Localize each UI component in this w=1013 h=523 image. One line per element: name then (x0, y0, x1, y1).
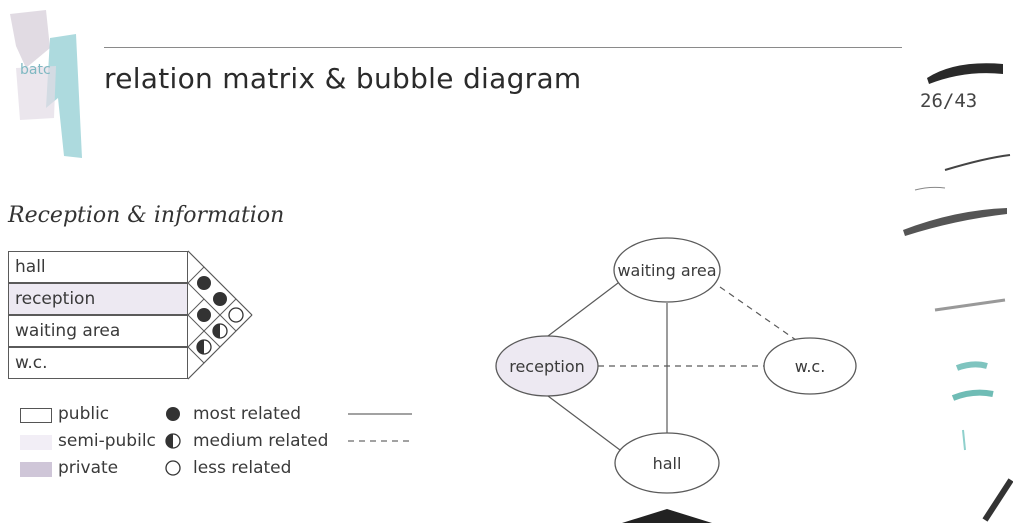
school-logo (10, 10, 82, 158)
section-title: Reception & information (8, 203, 285, 228)
relation-hall-waiting (213, 292, 227, 306)
legend-private-label: private (58, 458, 119, 478)
legend-public-swatch (20, 408, 52, 423)
relation-hall-wc (212, 323, 228, 339)
matrix-row-hall: hall (8, 251, 188, 283)
relation-reception-wc (228, 307, 244, 323)
bubble-label-reception: reception (509, 357, 585, 376)
bubble-label-waiting-area: waiting area (617, 261, 716, 280)
relation-symbols (196, 276, 244, 355)
page-number: 26/43 (920, 90, 978, 112)
bubble-label-hall: hall (653, 454, 682, 473)
brush-stroke-decoration (927, 63, 1003, 84)
legend-less-related-icon (165, 460, 181, 476)
legend-public-label: public (58, 404, 110, 424)
bubble-waiting-area (613, 237, 721, 303)
relation-reception-waiting (197, 308, 211, 322)
relation-waiting-wc (196, 339, 212, 355)
legend-most-related-icon (166, 407, 180, 421)
bubble-diagram: waiting area reception w.c. hall (495, 237, 857, 523)
header-rule (104, 47, 902, 48)
legend-semi-public-label: semi-pubilc (58, 431, 156, 451)
link-reception-hall (547, 395, 621, 451)
bubble-hall (614, 432, 720, 494)
relation-hall-reception (197, 276, 211, 290)
legend-most-related-label: most related (193, 404, 302, 424)
legend-semi-public-swatch (20, 435, 52, 450)
page-title: relation matrix & bubble diagram (104, 62, 582, 95)
logo-text: batc (20, 62, 51, 78)
bubble-wc (763, 337, 857, 395)
legend-medium-related-label: medium related (193, 431, 329, 451)
link-reception-waiting (547, 282, 619, 337)
triangle-decoration (622, 509, 712, 523)
bubble-label-wc: w.c. (795, 357, 826, 376)
bubble-reception (495, 335, 599, 397)
legend-less-related-label: less related (193, 458, 292, 478)
matrix-row-reception: reception (8, 283, 188, 315)
relation-matrix-grid (187, 250, 253, 380)
side-decoration (903, 154, 1013, 522)
legend-medium-related-icon (165, 433, 181, 449)
matrix-row-waiting-area: waiting area (8, 315, 188, 347)
link-waiting-wc (719, 286, 797, 341)
legend-symbols (165, 407, 412, 476)
legend-private-swatch (20, 462, 52, 477)
matrix-row-wc: w.c. (8, 347, 188, 379)
